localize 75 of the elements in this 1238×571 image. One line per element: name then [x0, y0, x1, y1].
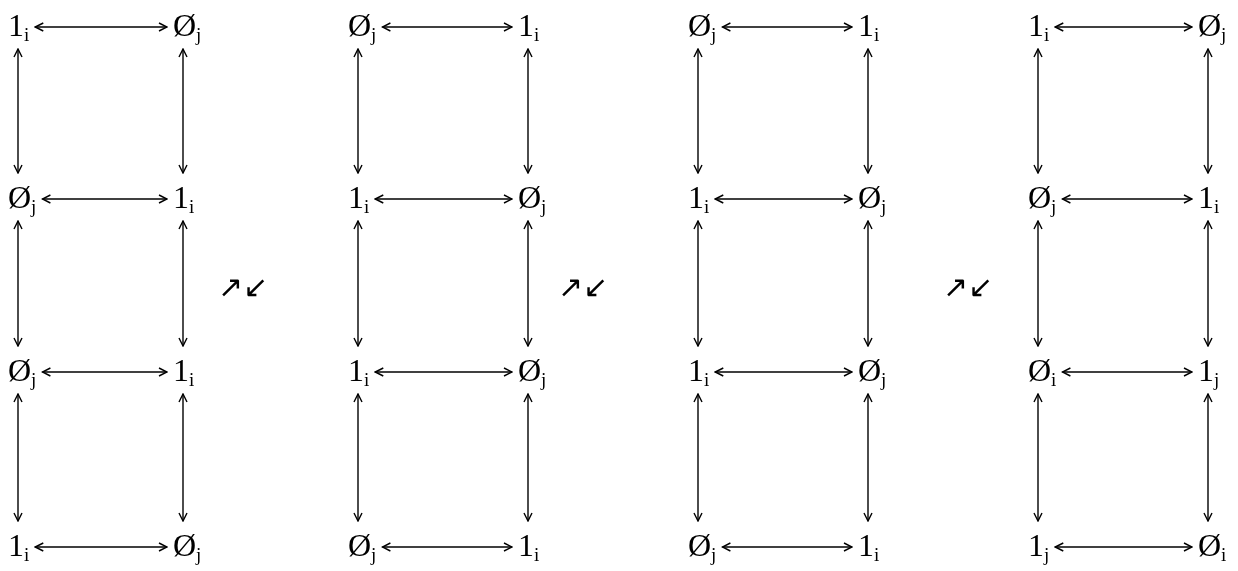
double-arrow	[714, 367, 853, 377]
double-arrow	[693, 393, 703, 522]
math-symbol: Ø$_{j}$	[348, 7, 377, 43]
double-arrow	[693, 220, 703, 347]
math-symbol: 1$_{i}$	[518, 7, 540, 43]
double-arrow	[374, 194, 513, 204]
double-arrow	[721, 22, 853, 32]
diagonal-arrows: ↗↙	[943, 269, 994, 305]
double-arrow	[1054, 542, 1193, 552]
math-symbol: 1$_{i}$	[1028, 7, 1050, 43]
double-arrow	[721, 542, 853, 552]
math-symbol: Ø$_{j}$	[688, 7, 717, 43]
math-symbol: Ø$_{j}$	[8, 352, 37, 388]
math-symbol: Ø$_{j}$	[173, 527, 202, 563]
double-arrow	[1033, 393, 1043, 522]
diagonal-arrows: ↗↙	[218, 269, 269, 305]
math-symbol: 1$_{i}$	[8, 7, 30, 43]
double-arrow	[523, 393, 533, 522]
math-symbol: Ø$_{i}$	[1028, 352, 1057, 388]
double-arrow	[1203, 220, 1213, 347]
math-symbol: 1$_{i}$	[8, 527, 30, 563]
math-symbol: Ø$_{j}$	[518, 352, 547, 388]
math-symbol: Ø$_{j}$	[173, 7, 202, 43]
double-arrow	[693, 48, 703, 174]
double-arrow	[1054, 22, 1193, 32]
double-arrow	[1033, 48, 1043, 174]
math-symbol: 1$_{j}$	[1198, 352, 1220, 388]
double-arrow	[1203, 48, 1213, 174]
double-arrow	[523, 48, 533, 174]
math-symbol: Ø$_{j}$	[688, 527, 717, 563]
double-arrow	[714, 194, 853, 204]
double-arrow	[381, 22, 513, 32]
math-symbol: 1$_{j}$	[1028, 527, 1050, 563]
double-arrow	[863, 393, 873, 522]
math-symbol: 1$_{i}$	[518, 527, 540, 563]
double-arrow	[353, 220, 363, 347]
double-arrow	[1033, 220, 1043, 347]
math-symbol: 1$_{i}$	[173, 179, 195, 215]
double-arrow	[863, 220, 873, 347]
math-symbol: Ø$_{j}$	[1198, 7, 1227, 43]
double-arrow	[13, 48, 23, 174]
math-symbol: 1$_{i}$	[858, 527, 880, 563]
math-symbol: 1$_{i}$	[348, 352, 370, 388]
math-symbol: Ø$_{j}$	[518, 179, 547, 215]
math-symbol: 1$_{i}$	[1198, 179, 1220, 215]
double-arrow	[374, 367, 513, 377]
math-symbol: Ø$_{j}$	[8, 179, 37, 215]
double-arrow	[178, 393, 188, 522]
double-arrow	[13, 220, 23, 347]
math-symbol: 1$_{i}$	[173, 352, 195, 388]
math-symbol: 1$_{i}$	[858, 7, 880, 43]
double-arrow	[863, 48, 873, 174]
math-symbol: 1$_{i}$	[688, 179, 710, 215]
diagonal-arrows: ↗↙	[558, 269, 609, 305]
double-arrow	[13, 393, 23, 522]
double-arrow	[1061, 194, 1193, 204]
math-symbol: Ø$_{i}$	[1198, 527, 1227, 563]
double-arrow	[523, 220, 533, 347]
double-arrow	[41, 194, 168, 204]
math-symbol: 1$_{i}$	[348, 179, 370, 215]
double-arrow	[178, 220, 188, 347]
double-arrow	[1203, 393, 1213, 522]
math-symbol: Ø$_{j}$	[858, 179, 887, 215]
math-symbol: Ø$_{j}$	[1028, 179, 1057, 215]
double-arrow	[1061, 367, 1193, 377]
double-arrow	[178, 48, 188, 174]
double-arrow	[381, 542, 513, 552]
double-arrow	[41, 367, 168, 377]
double-arrow	[353, 393, 363, 522]
double-arrow	[34, 22, 168, 32]
math-symbol: Ø$_{j}$	[858, 352, 887, 388]
double-arrow	[353, 48, 363, 174]
math-symbol: Ø$_{j}$	[348, 527, 377, 563]
math-symbol: 1$_{i}$	[688, 352, 710, 388]
double-arrow	[34, 542, 168, 552]
